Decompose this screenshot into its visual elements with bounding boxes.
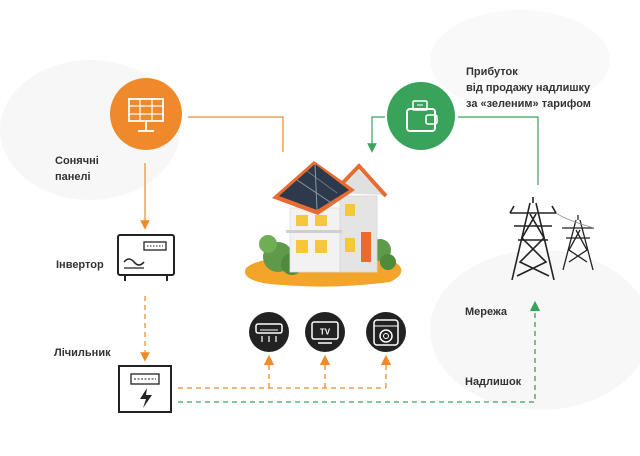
profit-label-line: за «зеленим» тарифом — [466, 98, 591, 110]
grid-label: Мережа — [465, 306, 508, 318]
solar-panels-label: Сонячні панелі — [55, 153, 99, 185]
house-with-solar-roof-icon — [245, 161, 402, 287]
power-transmission-tower-icon — [562, 215, 594, 271]
background-blob — [430, 10, 610, 110]
profit-label-line: від продажу надлишку — [466, 82, 591, 94]
power-line-wire — [555, 212, 595, 229]
electric-meter-icon — [118, 365, 172, 413]
surplus-label: Надлишок — [465, 376, 522, 388]
washing-machine-icon — [366, 312, 406, 352]
grid-to-profit-line — [458, 116, 539, 185]
profit-label-line: Прибуток — [466, 66, 518, 78]
profit-label: Прибуток від продажу надлишку за «зелени… — [466, 64, 591, 112]
profit-to-house-arrow — [367, 116, 385, 153]
air-conditioner-icon — [249, 312, 289, 352]
background-blob — [430, 250, 640, 410]
tv-badge-text: TV — [320, 328, 331, 337]
inverter-icon — [117, 234, 175, 281]
power-transmission-tower-icon — [509, 197, 557, 281]
solar-panels-label-line: Сонячні — [55, 155, 99, 167]
meter-label: Лічильник — [54, 347, 111, 359]
solar-panel-icon — [110, 78, 182, 150]
solar-to-house-line — [188, 116, 284, 152]
surplus-to-grid-arrow — [178, 300, 541, 403]
solar-panels-label-line: панелі — [55, 171, 91, 183]
wallet-icon — [387, 82, 455, 150]
tv-icon: TV — [305, 312, 345, 352]
inverter-label: Інвертор — [56, 259, 104, 271]
